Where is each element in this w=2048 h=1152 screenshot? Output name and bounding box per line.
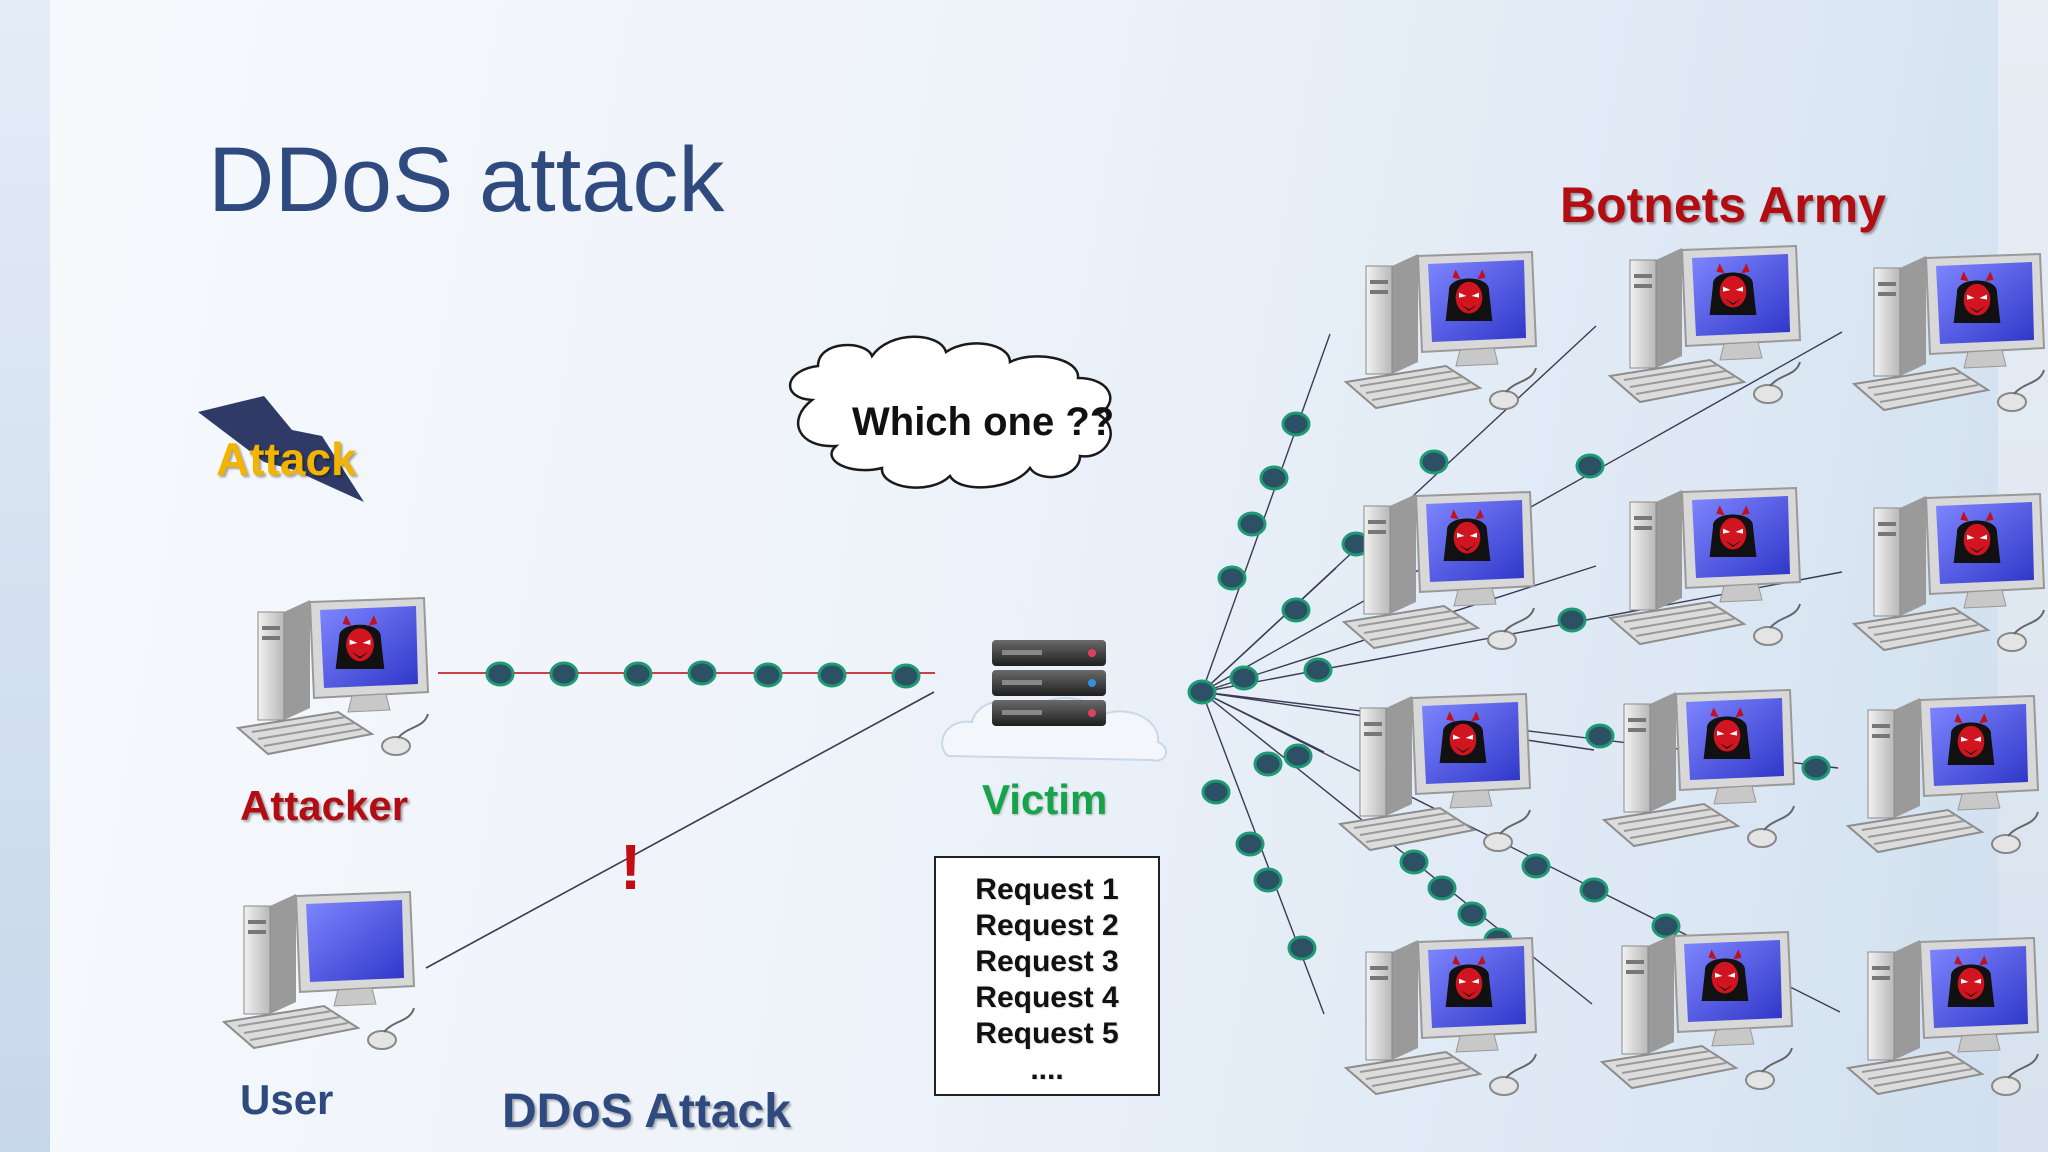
request-item: Request 5 <box>975 1017 1119 1050</box>
thought-bubble-text: Which one ?? <box>852 400 1115 444</box>
bot-computer <box>1339 693 1531 852</box>
packet-dot <box>1575 453 1605 479</box>
slide-title: DDoS attack <box>208 129 725 231</box>
request-list-box: Request 1 Request 2 Request 3 Request 4 … <box>934 856 1160 1096</box>
packet-dot <box>1217 565 1247 591</box>
attacker-label: Attacker <box>240 782 409 829</box>
bot-computer <box>1345 937 1537 1096</box>
packet-dot <box>1187 679 1217 705</box>
user-label: User <box>240 1076 334 1123</box>
alert-mark: ! <box>620 831 642 903</box>
packet-dot <box>753 662 783 688</box>
packet-dot <box>623 661 653 687</box>
attack-label: Attack <box>216 433 357 485</box>
request-item: .... <box>1030 1053 1064 1086</box>
request-item: Request 1 <box>975 873 1119 906</box>
packet-dot <box>1557 607 1587 633</box>
packet-dot <box>1399 849 1429 875</box>
ddos-attack-label: DDoS Attack <box>502 1085 791 1138</box>
packets <box>485 411 1831 961</box>
packet-dot <box>1283 743 1313 769</box>
request-item: Request 3 <box>975 945 1119 978</box>
botnets-army-label: Botnets Army <box>1560 177 1886 233</box>
request-item: Request 2 <box>975 909 1119 942</box>
packet-dot <box>1419 449 1449 475</box>
packet-dot <box>1457 901 1487 927</box>
packet-dot <box>1237 511 1267 537</box>
left-decoration-bar <box>0 0 50 1152</box>
bot-computer <box>1345 251 1537 410</box>
server-cloud-icon <box>941 640 1167 762</box>
packet-dot <box>1585 723 1615 749</box>
bot-computer <box>1847 695 2039 854</box>
packet-dot <box>1235 831 1265 857</box>
packet-dot <box>1521 853 1551 879</box>
packet-dot <box>1253 751 1283 777</box>
packet-dot <box>1281 597 1311 623</box>
packet-dot <box>1801 755 1831 781</box>
lightning-bolt-icon <box>198 396 364 502</box>
packet-dot <box>549 661 579 687</box>
packet-dot <box>485 661 515 687</box>
packet-dot <box>687 660 717 686</box>
user-computer <box>223 891 415 1050</box>
bot-computer <box>1609 245 1801 404</box>
request-item: Request 4 <box>975 981 1119 1014</box>
thought-cloud-icon <box>789 335 1112 489</box>
packet-dot <box>1201 779 1231 805</box>
attacker-computer <box>237 597 429 756</box>
bot-link <box>1201 567 1337 693</box>
botnet-computers <box>1339 245 2045 1096</box>
packet-dot <box>1259 465 1289 491</box>
bot-computer <box>1609 487 1801 646</box>
packet-dot <box>1287 935 1317 961</box>
bot-computer <box>1853 253 2045 412</box>
bot-computer <box>1343 491 1535 650</box>
user-link <box>425 691 935 969</box>
packet-dot <box>1579 877 1609 903</box>
packet-dot <box>1229 665 1259 691</box>
bot-computer <box>1853 493 2045 652</box>
packet-dot <box>1303 657 1333 683</box>
packet-dot <box>1253 867 1283 893</box>
bot-computer <box>1603 689 1795 848</box>
packet-dot <box>1281 411 1311 437</box>
bot-link <box>1201 333 1331 693</box>
bot-computer <box>1847 937 2039 1096</box>
packet-dot <box>817 662 847 688</box>
packet-dot <box>1651 913 1681 939</box>
packet-dot <box>1427 875 1457 901</box>
bot-computer <box>1601 931 1793 1090</box>
victim-label: Victim <box>982 776 1108 823</box>
packet-dot <box>891 663 921 689</box>
